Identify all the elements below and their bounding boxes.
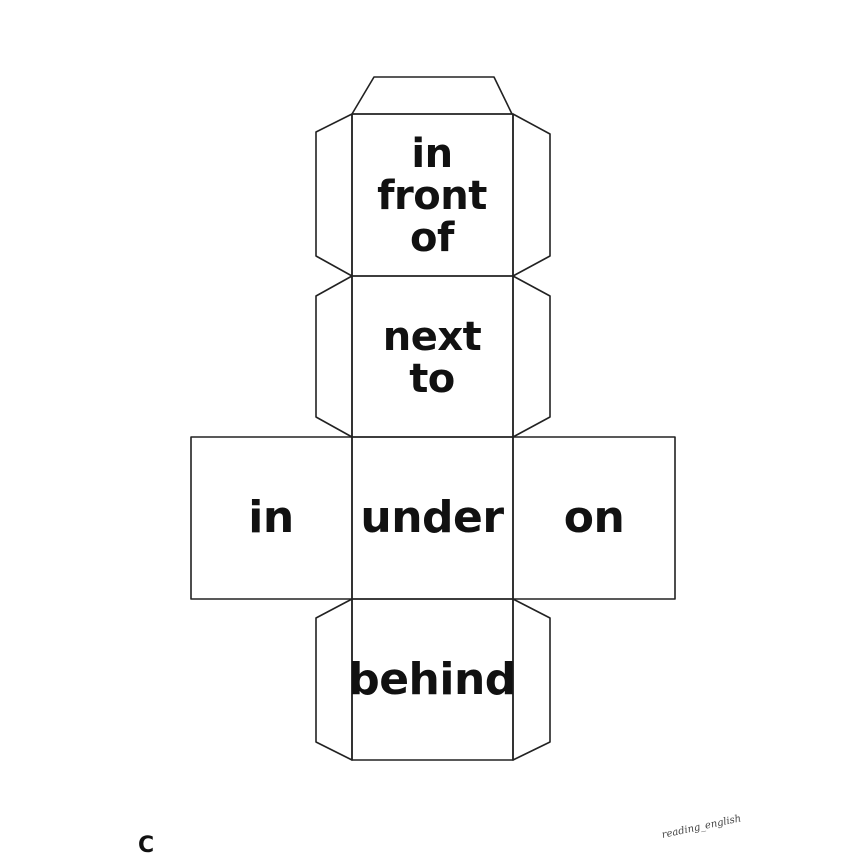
face-second-line-1: next (382, 313, 482, 360)
face-top-line-1: in (411, 131, 453, 177)
face-right-border (512, 436, 676, 600)
face-left-label: in (248, 492, 294, 543)
glue-tab-bottom-right (512, 598, 551, 761)
face-bottom-label: behind (348, 654, 516, 705)
face-next-to: next to (352, 280, 512, 435)
face-right-label: on (563, 492, 625, 543)
face-on: on (514, 438, 674, 598)
face-in: in (191, 438, 351, 598)
glue-tab-second-right (512, 275, 551, 438)
face-center-label: under (360, 492, 504, 543)
top-glue-tab (351, 76, 513, 115)
face-under: under (352, 438, 512, 598)
face-second-line-2: to (409, 355, 455, 402)
glue-tab-top-left (315, 113, 353, 277)
face-behind: behind (348, 600, 516, 760)
corner-letter: C (138, 833, 155, 858)
glue-tab-top-right (512, 113, 551, 277)
face-in-front-of: in front of (352, 116, 512, 276)
face-top-line-3: of (410, 215, 454, 261)
glue-tab-second-left (315, 275, 353, 438)
glue-tab-bottom-left (315, 598, 353, 761)
face-top-line-2: front (377, 173, 487, 219)
